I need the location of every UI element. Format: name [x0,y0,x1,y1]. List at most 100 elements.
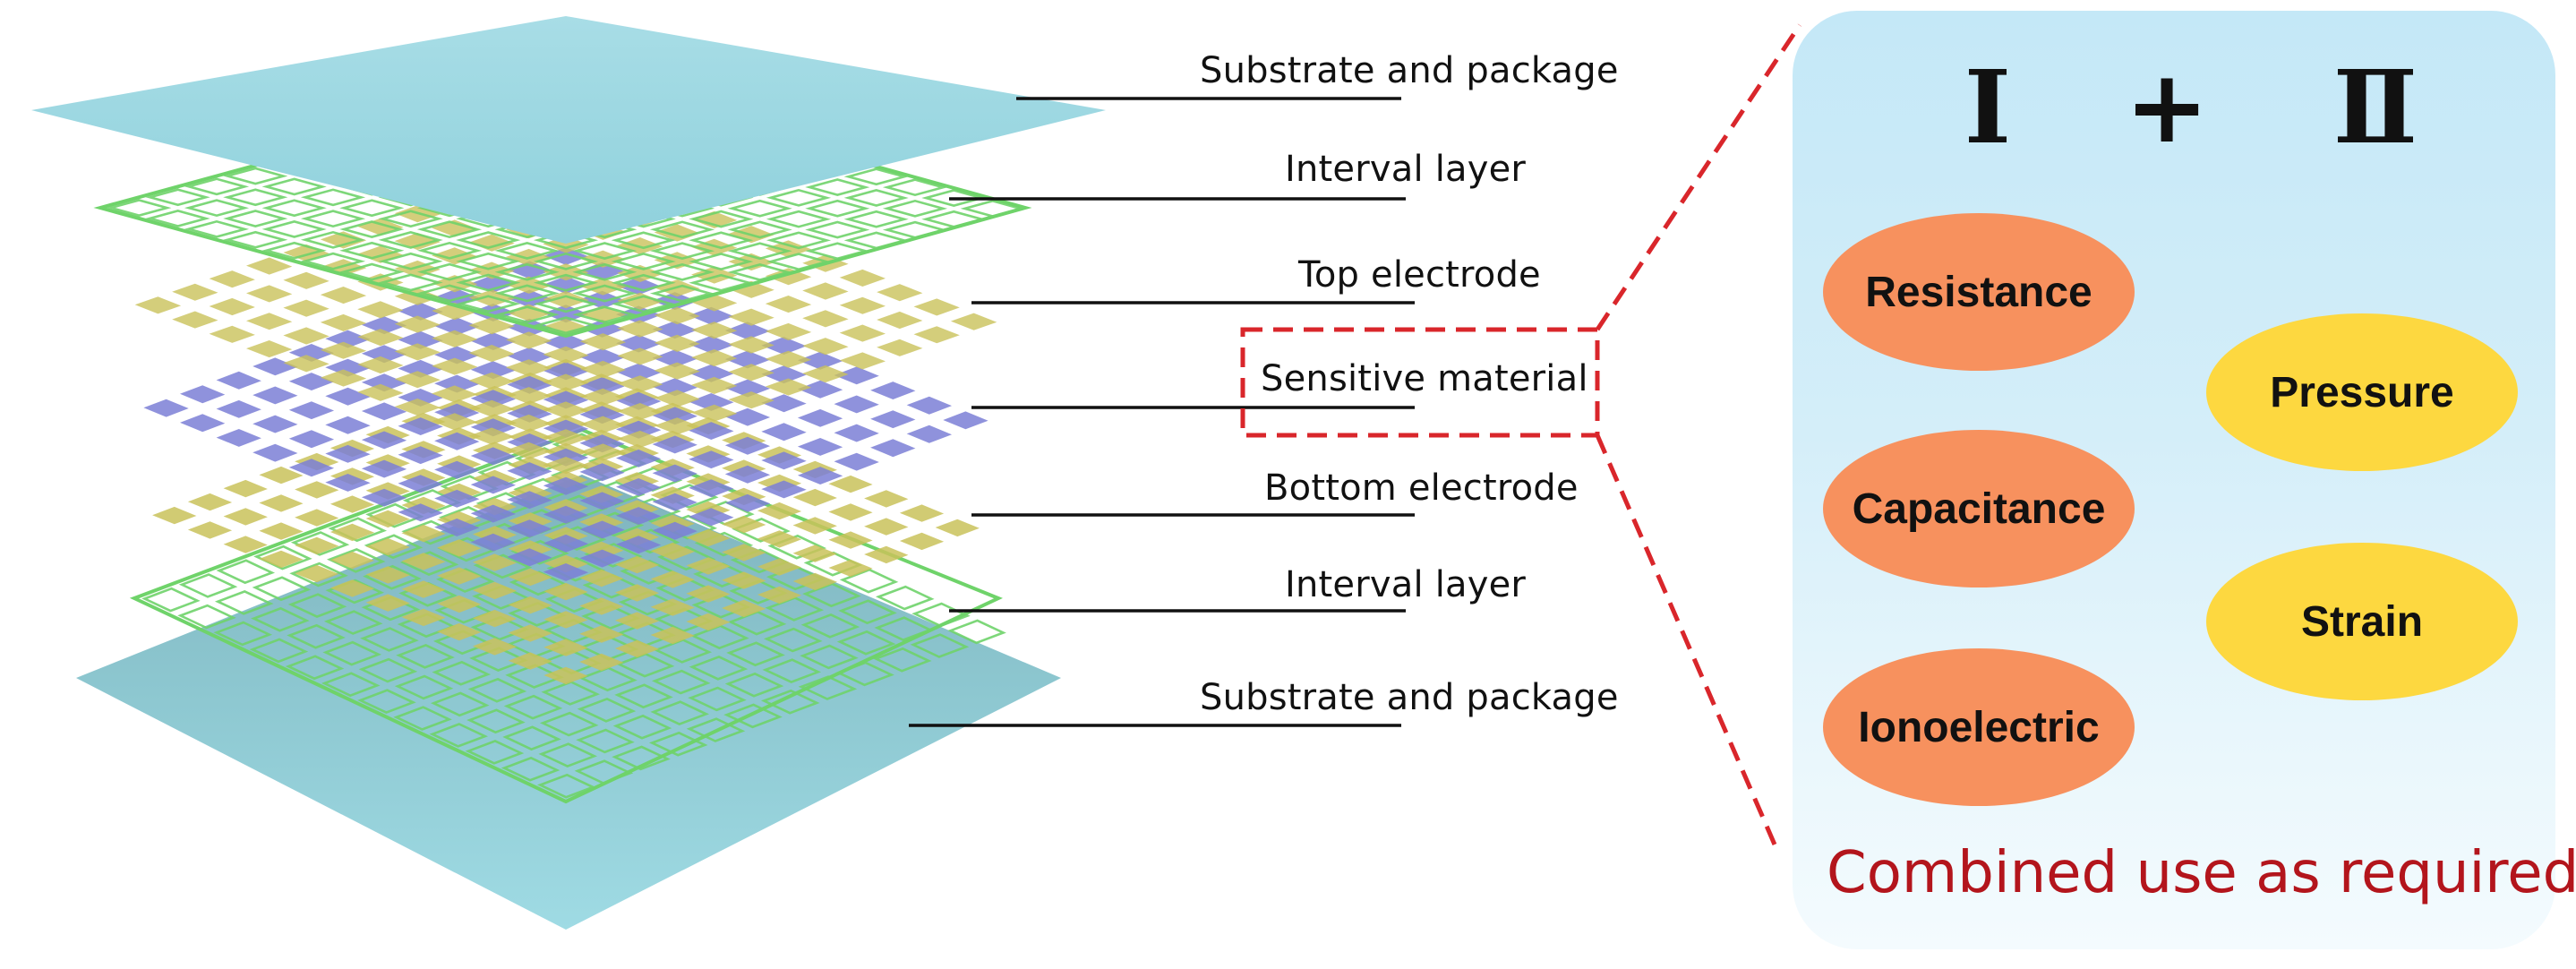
top-substrate-layer [31,16,1106,244]
sensitive-material-tile [470,504,516,523]
sensitive-material-tile [724,379,771,398]
bottom-interval-cell [612,745,671,771]
top-electrode-tile [320,369,367,387]
bottom-electrode-tile [259,466,304,484]
bottom-electrode-tile [722,544,766,562]
bottom-interval-cell [396,643,455,669]
top-electrode-tile [283,271,329,289]
roman-numeral-two: Ⅱ [2332,48,2418,167]
sensitive-material-tile [470,274,516,293]
bottom-electrode-tile [401,553,446,570]
top-interval-cell [572,262,638,281]
sensitive-material-tile [507,519,552,538]
bottom-electrode-tile [259,522,304,540]
sensitive-material-tile [252,443,298,462]
sensitive-material-tile [143,399,189,417]
bottom-interval-cell [466,708,526,734]
bottom-electrode-tile [579,597,624,615]
sensitive-material-tile [906,396,952,415]
callout-connector-top [1595,23,1802,331]
label-leader-lines [909,97,1415,727]
top-interval-cell [689,253,754,270]
top-interval-cell [572,242,638,260]
sensitive-material-tile [616,277,662,296]
bottom-electrode-tile [365,537,410,556]
top-interval-cell [416,241,483,260]
bottom-electrode-tile [828,559,873,578]
top-interval-cell [184,219,250,238]
sensitive-material-tile [398,446,443,465]
top-interval-cell [572,305,638,324]
sensitive-material-tile [543,419,589,438]
bottom-interval-cell [800,613,860,639]
sensitive-material-tile [361,373,407,392]
sensitive-material-tile [724,407,771,426]
callout-box [1240,327,1600,438]
sensitive-material-tile [689,393,734,411]
top-electrode-tile [283,299,329,317]
top-interval-cell [572,284,638,303]
top-electrode-tile [765,350,812,368]
top-interval-cell [416,220,483,239]
sensitive-material-tile [689,450,734,469]
bottom-interval-cell [726,641,785,667]
top-electrode-tile [877,284,923,302]
bottom-interval-cell [251,606,310,632]
top-electrode-tile [172,283,218,301]
sensitive-material-tile [797,408,843,427]
sensitive-material-tile [507,375,552,394]
sensitive-material-tile [579,262,625,280]
top-interval-cell [261,199,327,218]
bottom-interval-cell [432,660,492,686]
top-electrode-tile [432,357,478,375]
label-bottom-electrode: Bottom electrode [1264,467,1579,509]
top-interval-cell [611,295,676,313]
bottom-interval-cell [836,630,896,656]
top-electrode-tile [543,263,589,281]
bottom-electrode-tile [401,580,446,598]
top-electrode-tile [543,291,589,309]
top-electrode-tile [579,416,627,433]
sensitive-material-tile [434,489,480,508]
label-sensitive-material: Sensitive material [1261,358,1588,399]
bottom-interval-cell [763,627,823,653]
top-electrode-tile [468,372,515,390]
top-electrode-tile [839,324,886,342]
top-electrode-tile [320,313,367,331]
top-electrode-tile [246,340,293,358]
top-interval-cell [416,284,483,303]
top-interval-cell [300,230,366,249]
top-electrode-tile [654,224,700,242]
sensitive-material-tile [652,493,697,511]
top-interval-cell [378,210,443,228]
bottom-interval-cell [360,627,419,652]
bottom-electrode-tile [722,599,766,618]
top-electrode-tile [654,334,700,352]
top-interval-cell [843,189,909,207]
bottom-interval-cell [178,573,238,598]
top-electrode-tile [913,326,960,344]
top-interval-cell [611,253,676,270]
bottom-interval-cell [577,697,637,723]
top-electrode-tile [505,359,552,377]
bottom-interval-cell [536,773,596,799]
bottom-electrode-tile [223,536,268,553]
sensitive-material-tile [689,335,734,354]
sensitive-material-tile [652,464,697,483]
top-interval-cell [766,188,832,207]
sensitive-material-tile [616,507,662,525]
top-electrode-tile [617,347,663,365]
sensitive-material-tile [398,503,443,522]
bottom-electrode-tile [650,626,695,645]
top-electrode-tile [579,443,627,461]
bottom-interval-cell [141,587,201,613]
top-electrode-tile [357,356,404,374]
top-electrode-tile [728,364,775,382]
label-interval-top: Interval layer [1285,149,1527,190]
sensitive-material-tile [507,347,552,365]
top-interval-cell [378,231,443,249]
sensitive-material-tile [398,475,443,493]
top-electrode-tile [543,457,589,475]
top-interval-cell [766,210,832,228]
